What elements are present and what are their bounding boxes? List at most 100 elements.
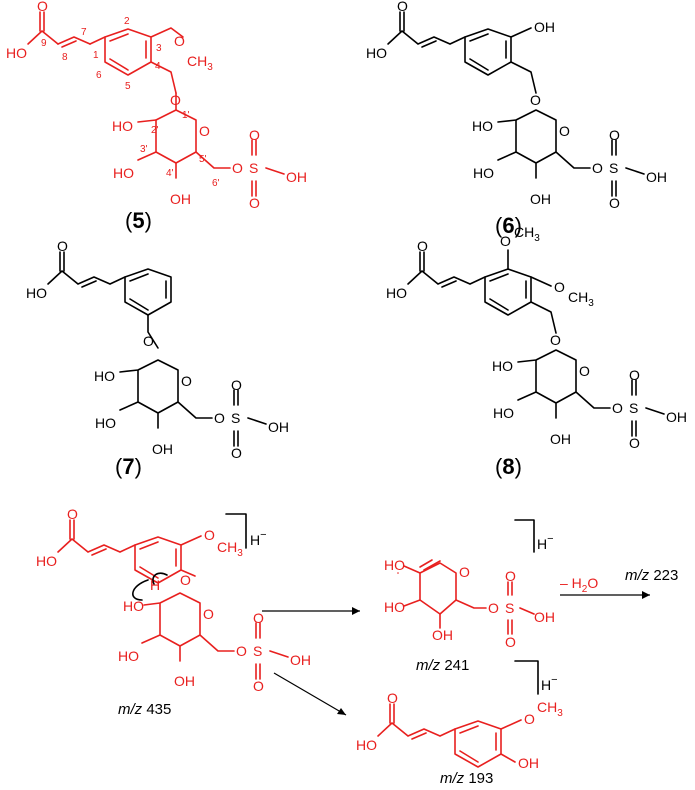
atom-o: O [231, 377, 242, 393]
atom-o: O [253, 678, 264, 694]
atom-ho: HO [493, 405, 514, 421]
atom-ho: HO [94, 368, 115, 384]
atom-o: O [609, 195, 620, 211]
atom-oh: OH [286, 169, 307, 185]
atom-o: O [170, 92, 181, 108]
atom-o: O [236, 643, 247, 659]
atom-o: O [488, 600, 499, 616]
atom-o: O [612, 400, 623, 416]
atom-oh: OH [170, 191, 191, 207]
atom-s: S [253, 643, 262, 659]
atom-oh: OH [432, 627, 453, 643]
locant: 1 [93, 50, 99, 61]
atom-o: O [203, 606, 214, 622]
precursor-ion-435: HO O O CH3 O O H HO HO OH O S O O OH [36, 506, 311, 694]
atom-ho: HO [492, 358, 513, 374]
atom-o: O [232, 160, 243, 176]
fragment-ion-193: HO O O CH3 OH [356, 690, 563, 771]
locant: 8 [62, 52, 68, 63]
compound-label-8: (8) [495, 454, 522, 479]
atom-ch3: CH3 [514, 224, 540, 244]
locant: 1' [182, 110, 190, 121]
atom-oh: OH [530, 191, 551, 207]
arrow-head [352, 607, 360, 615]
atom-ho: HO [26, 285, 47, 301]
locant: 2 [124, 16, 130, 27]
atom-o: O [231, 445, 242, 461]
atom-s: S [629, 400, 638, 416]
charge-h-minus: H− [537, 533, 554, 552]
atom-oh: OH [646, 169, 667, 185]
atom-ho: HO [473, 165, 494, 181]
atom-o: O [204, 527, 215, 543]
locant: 5' [199, 154, 207, 165]
atom-o: O [524, 711, 535, 727]
charge-h-minus: H− [541, 674, 558, 693]
neutral-loss-water: – H2O [560, 575, 598, 595]
atom-o: O [550, 332, 561, 348]
atom-oh: OH [534, 19, 555, 35]
atom-oh: OH [268, 419, 289, 435]
atom-o: O [199, 123, 210, 139]
atom-ho: HO [366, 45, 387, 61]
atom-oh: OH [174, 673, 195, 689]
atom-o: O [530, 92, 541, 108]
atom-ho: HO [6, 45, 27, 61]
arrow-head [642, 591, 650, 599]
arrow-head [337, 708, 346, 715]
atom-o: O [500, 233, 511, 249]
atom-o: O [214, 410, 225, 426]
charge-bracket [514, 519, 535, 553]
atom-oh: OH [550, 431, 571, 447]
atom-ho: HO [36, 553, 57, 569]
atom-o: O [554, 279, 565, 295]
atom-o: O [174, 33, 185, 49]
locant: 6' [212, 178, 220, 189]
compound-label-7: (7) [115, 454, 142, 479]
charge-bracket [514, 660, 539, 695]
atom-o: O [592, 160, 603, 176]
locant: 7 [81, 27, 87, 38]
compound-label-6: (6) [495, 213, 522, 238]
atom-o: O [143, 333, 154, 349]
atom-s: S [609, 160, 618, 176]
atom-o: O [459, 564, 470, 580]
atom-oh: OH [666, 409, 687, 425]
locant: 2' [151, 125, 159, 136]
compound-label-5: (5) [125, 208, 152, 233]
mz-label-435: m/z 435 [118, 701, 171, 718]
atom-ho: HO [112, 118, 133, 134]
atom-s: S [249, 160, 258, 176]
mz-label-193: m/z 193 [440, 770, 493, 787]
atom-oh: OH [518, 755, 539, 771]
atom-o: O [67, 506, 78, 522]
structure-7: HO O O O HO HO OH O S O O OH [26, 238, 289, 461]
atom-o: O [397, 0, 408, 14]
arrow-to-193 [273, 672, 347, 716]
structure-5: HO O O CH3 O O HO HO OH O S O O OH 7 9 8… [6, 0, 307, 211]
atom-o: O [609, 127, 620, 143]
fragment-ion-241: HO O HO OH O S O O OH [384, 557, 555, 650]
atom-o: O [417, 238, 428, 254]
atom-h: H [150, 577, 160, 593]
atom-o: O [249, 195, 260, 211]
atom-o: O [505, 634, 516, 650]
atom-ho: HO [386, 285, 407, 301]
locant: 6 [96, 70, 102, 81]
charge-bracket [225, 513, 247, 549]
atom-oh: OH [534, 609, 555, 625]
atom-o: O [629, 435, 640, 451]
atom-o: O [505, 568, 516, 584]
locant: 3' [140, 144, 148, 155]
atom-o: O [249, 127, 260, 143]
atom-oh: OH [152, 441, 173, 457]
locant: 5 [125, 81, 131, 92]
locant: 4' [166, 168, 174, 179]
atom-o: O [181, 373, 192, 389]
charge-h-minus: H− [250, 529, 267, 548]
locant: 3 [156, 43, 162, 54]
atom-o: O [387, 690, 398, 706]
atom-o: O [57, 238, 68, 254]
